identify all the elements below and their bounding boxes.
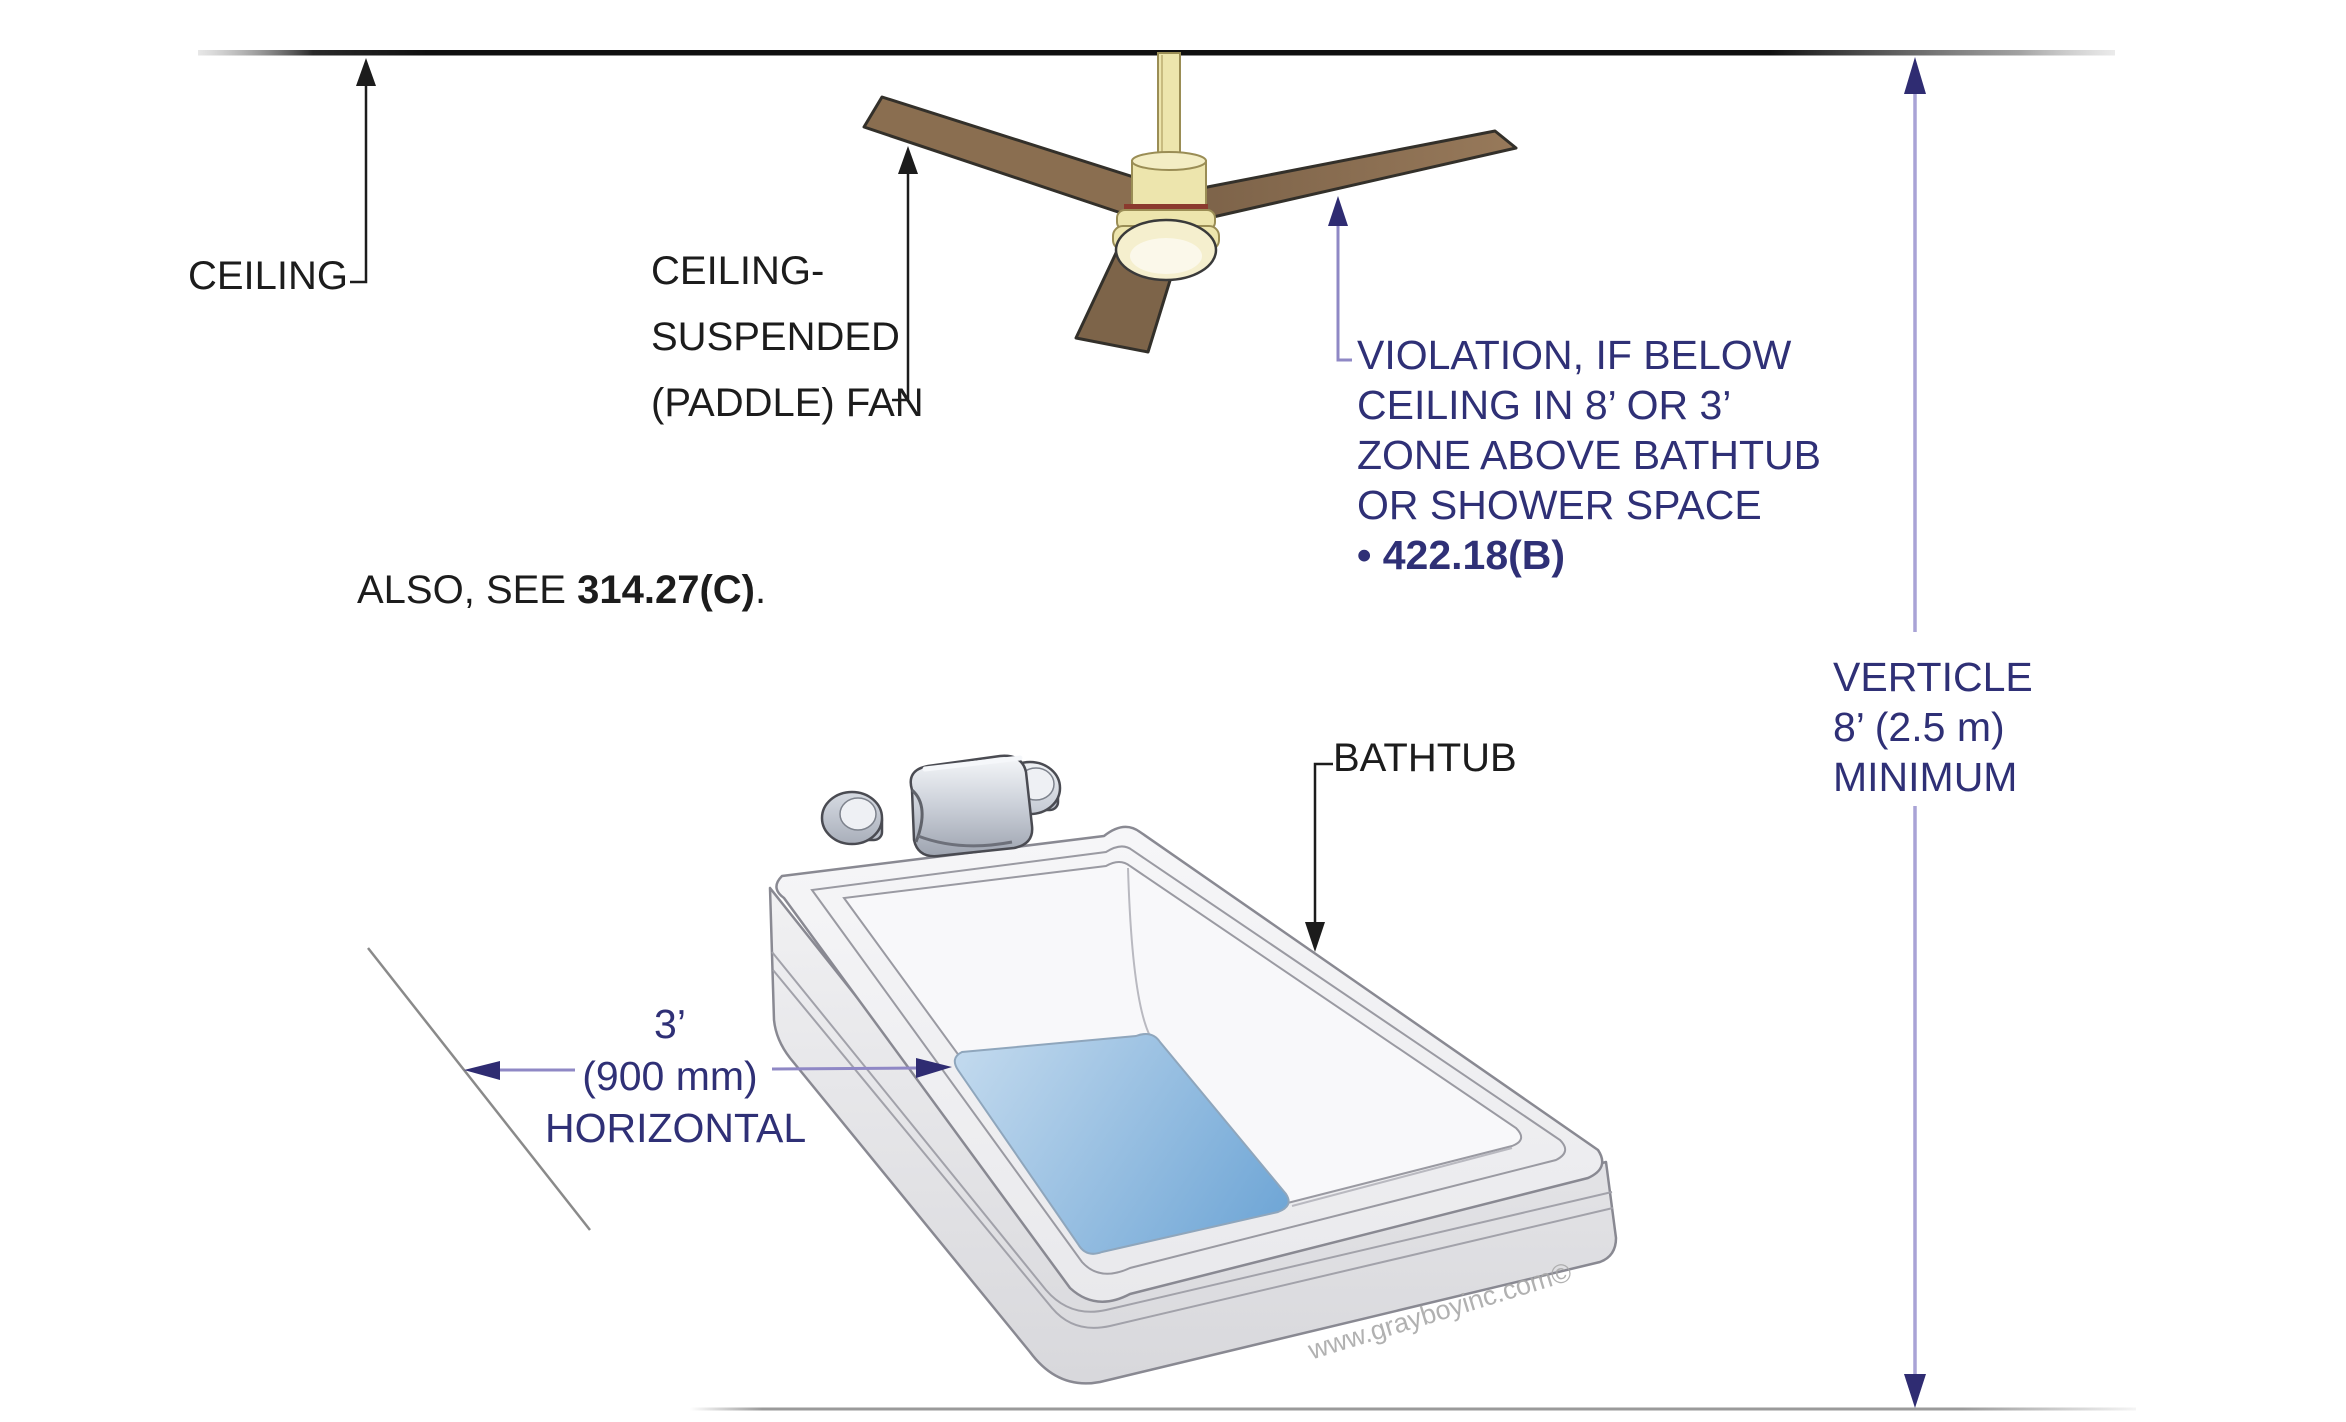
faucet-handle-left xyxy=(820,790,884,846)
horizontal-dimension-line xyxy=(464,1058,952,1080)
floor-edge-diagonal-line xyxy=(367,947,591,1231)
violation-arrow xyxy=(1328,196,1352,362)
fan-label-line1: CEILING- xyxy=(651,249,825,293)
ceiling-label: CEILING xyxy=(187,254,348,298)
vertical-label-line1: VERTICLE xyxy=(1833,654,2033,700)
bathtub-callout-arrow xyxy=(1305,762,1333,952)
bathtub-faucet xyxy=(820,754,1062,858)
horizontal-label-line3: HORIZONTAL xyxy=(545,1105,807,1151)
ceiling-callout-arrow xyxy=(350,58,376,284)
violation-code-ref: • 422.18(B) xyxy=(1357,532,1566,578)
horizontal-label-line2: (900 mm) xyxy=(582,1053,758,1099)
violation-line2: CEILING IN 8’ OR 3’ xyxy=(1357,382,1732,428)
floor-line xyxy=(690,1407,2136,1411)
vertical-dimension-label: VERTICLE 8’ (2.5 m) MINIMUM xyxy=(1833,652,2033,802)
vertical-label-line2: 8’ (2.5 m) xyxy=(1833,704,2005,750)
bathtub-illustration xyxy=(768,754,1618,1385)
fan-callout-arrow xyxy=(892,146,918,402)
fan-label-line2: SUSPENDED xyxy=(651,315,900,359)
ceiling-line xyxy=(198,50,2115,56)
bathtub-label: BATHTUB xyxy=(1333,736,1517,780)
violation-line4: OR SHOWER SPACE xyxy=(1357,482,1762,528)
also-see-suffix: . xyxy=(754,568,767,612)
fan-label-line3: (PADDLE) FAN xyxy=(651,381,924,425)
also-see-prefix: ALSO, SEE xyxy=(357,568,578,612)
bathtub-skirt xyxy=(768,886,1618,1385)
fan-label: CEILING- SUSPENDED (PADDLE) FAN xyxy=(651,238,924,436)
ceiling-fan-illustration xyxy=(862,52,1518,354)
faucet-spout xyxy=(909,754,1034,858)
fan-blade-right xyxy=(1190,129,1518,222)
also-see-code-ref: 314.27(C) xyxy=(577,568,755,612)
bathtub-water xyxy=(953,1033,1290,1255)
violation-line3: ZONE ABOVE BATHTUB xyxy=(1357,432,1821,478)
fan-hub-ring xyxy=(1124,204,1208,212)
vertical-dimension-line xyxy=(1904,57,1926,1408)
violation-line1: VIOLATION, IF BELOW xyxy=(1357,332,1792,378)
horizontal-label-line1: 3’ xyxy=(654,1001,686,1047)
horizontal-dimension-label: 3’ (900 mm) HORIZONTAL xyxy=(545,998,807,1154)
also-see-note: ALSO, SEE 314.27(C). xyxy=(357,566,766,614)
vertical-label-line3: MINIMUM xyxy=(1833,754,2018,800)
violation-note: VIOLATION, IF BELOW CEILING IN 8’ OR 3’ … xyxy=(1357,330,1821,580)
